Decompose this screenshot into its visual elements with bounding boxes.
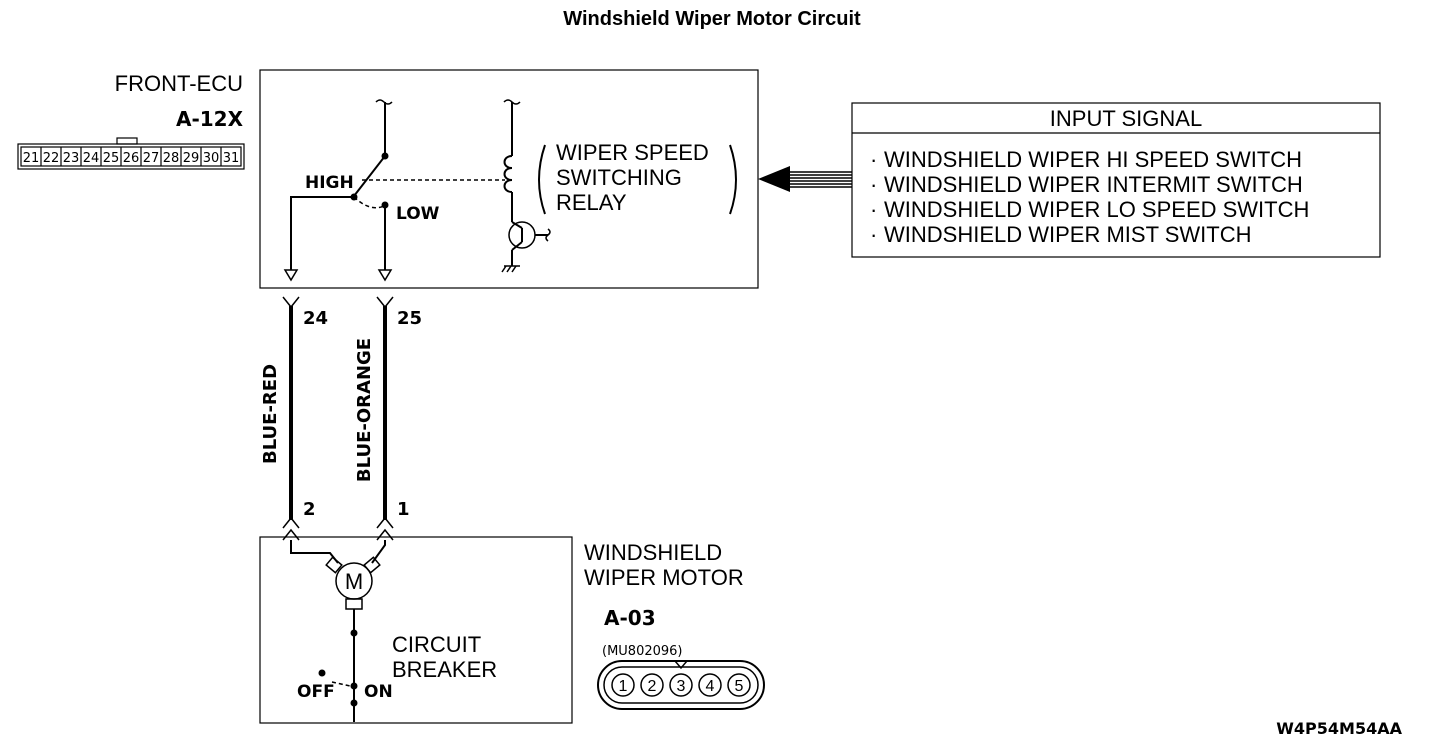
motor-connector-face: 1 2 3 4 5 <box>597 660 765 710</box>
input-signal-header: INPUT SIGNAL <box>1050 106 1202 131</box>
ecu-pin-number: 27 <box>143 151 160 166</box>
wire-color-blue-red: BLUE-RED <box>260 364 281 464</box>
motor-name-line2: WIPER MOTOR <box>584 565 744 590</box>
input-signal-item: WINDSHIELD WIPER LO SPEED SWITCH <box>884 197 1309 222</box>
motor-symbol-label: M <box>345 569 363 594</box>
wire-blue-orange <box>376 296 394 541</box>
input-signal-item: WINDSHIELD WIPER INTERMIT SWITCH <box>884 172 1303 197</box>
ecu-name: FRONT-ECU <box>115 71 243 96</box>
ecu-pin-number: 28 <box>163 151 180 166</box>
ecu-pin-number: 25 <box>103 151 120 166</box>
relay-label-line3: RELAY <box>556 190 627 215</box>
motor-pin-cell <box>640 673 664 697</box>
relay-label-line1: WIPER SPEED <box>556 140 709 165</box>
low-label: LOW <box>396 204 440 224</box>
relay-transistor <box>501 221 551 273</box>
wiper-motor-symbol <box>290 540 386 632</box>
motor-pin-cell <box>727 673 751 697</box>
relay-switch <box>283 99 505 282</box>
motor-pin-number: 1 <box>619 678 628 695</box>
ecu-pin-25-label: 25 <box>397 308 422 329</box>
motor-pin-number: 4 <box>706 678 715 695</box>
relay-paren-left <box>538 144 546 215</box>
motor-pin-number: 5 <box>735 678 744 695</box>
svg-text:·: · <box>870 197 877 222</box>
motor-pin-number: 3 <box>677 678 686 695</box>
svg-text:·: · <box>870 147 877 172</box>
diagram-title: Windshield Wiper Motor Circuit <box>563 8 861 30</box>
breaker-label-line1: CIRCUIT <box>392 632 481 657</box>
motor-pin-cell <box>669 673 693 697</box>
ecu-pin-number: 24 <box>83 151 100 166</box>
motor-pin-cell <box>611 673 635 697</box>
svg-text:·: · <box>870 222 877 247</box>
relay-paren-right <box>729 144 737 215</box>
motor-pin-number: 2 <box>648 678 657 695</box>
relay-label-line2: SWITCHING <box>556 165 682 190</box>
ecu-connector-id: A-12X <box>176 107 244 131</box>
input-signal-item: WINDSHIELD WIPER HI SPEED SWITCH <box>884 147 1302 172</box>
input-signal-list: · WINDSHIELD WIPER HI SPEED SWITCH · WIN… <box>870 147 1309 247</box>
ecu-pin-number: 31 <box>223 151 240 166</box>
ecu-pin-number: 29 <box>183 151 200 166</box>
breaker-on-label: ON <box>364 682 393 702</box>
motor-part-number: (MU802096) <box>602 644 683 659</box>
motor-pin-2-label: 2 <box>303 499 316 520</box>
wire-blue-red <box>282 296 300 541</box>
high-label: HIGH <box>305 173 354 193</box>
input-signal-item: WINDSHIELD WIPER MIST SWITCH <box>884 222 1252 247</box>
ecu-pin-number: 23 <box>63 151 80 166</box>
motor-name-line1: WINDSHIELD <box>584 540 722 565</box>
figure-code: W4P54M54AA <box>1276 719 1402 738</box>
ecu-pin-24-label: 24 <box>303 308 328 329</box>
ecu-pin-number: 26 <box>123 151 140 166</box>
svg-text:·: · <box>870 172 877 197</box>
motor-pin-1-label: 1 <box>397 499 410 520</box>
ecu-pin-number: 22 <box>43 151 60 166</box>
ecu-pin-number: 30 <box>203 151 220 166</box>
motor-box <box>259 536 573 724</box>
motor-pin-cell <box>698 673 722 697</box>
wire-color-blue-orange: BLUE-ORANGE <box>354 338 375 482</box>
ecu-pin-number: 21 <box>23 151 40 166</box>
breaker-off-label: OFF <box>297 682 335 702</box>
motor-connector-id: A-03 <box>604 606 656 630</box>
input-signal-arrow <box>758 166 852 192</box>
relay-coil <box>503 99 521 222</box>
breaker-label-line2: BREAKER <box>392 657 497 682</box>
input-signal-box <box>851 102 1381 258</box>
circuit-breaker <box>318 629 358 722</box>
